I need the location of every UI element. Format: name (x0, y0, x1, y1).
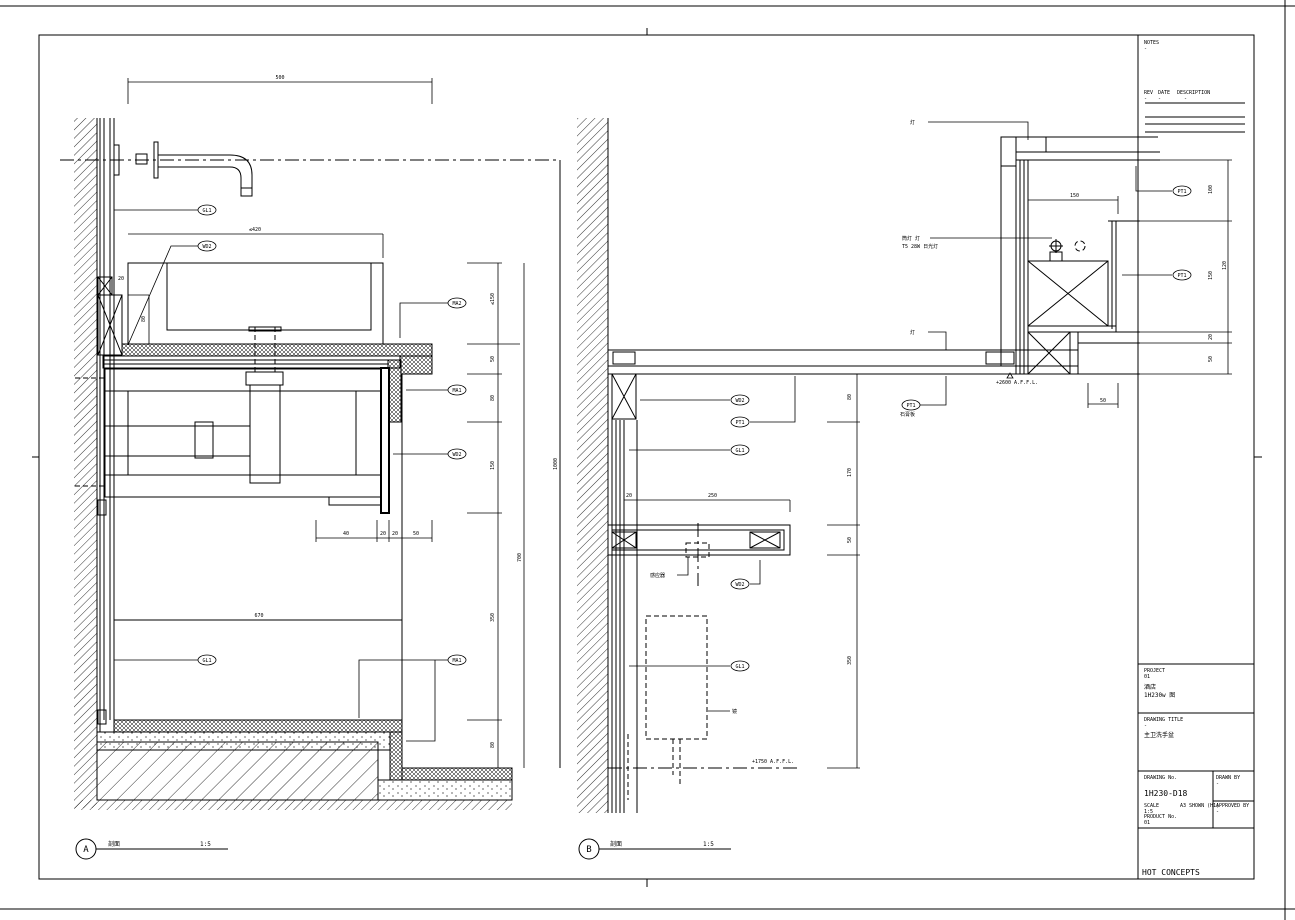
section-b-title: B 剖面 1:5 (578, 838, 731, 860)
approved-by: - (1216, 809, 1219, 815)
product-label: PRODUCT No. (1144, 814, 1177, 820)
section-a: 500 ≤420 20 80 ≤150 50 80 150 350 80 700… (60, 75, 561, 860)
dim-w670: 670 (254, 613, 263, 619)
drawing-title: 主卫洗手盆 (1144, 731, 1174, 739)
section-b-tags: 灯 PT1 筒灯 灯 T5 28W 日光灯 PT1 灯 +2600 A.F.F.… (629, 119, 1192, 765)
dim-d20b: 20 (626, 493, 632, 499)
tag-ma1-top: MA1 (452, 388, 461, 394)
tag-pt1-top: PT1 (1177, 189, 1186, 195)
rev-value: - (1144, 96, 1147, 102)
dim-b50: 50 (413, 531, 419, 537)
dim-d100: 100 (1208, 185, 1214, 194)
dim-d350: 350 (847, 656, 853, 665)
project-no: 01 (1144, 674, 1150, 680)
project-code: 1H230w 图 (1144, 692, 1175, 699)
section-b: 100 150 120 20 50 150 50 80 170 50 350 2… (577, 118, 1232, 860)
note-floor-level: +1750 A.F.F.L. (752, 759, 794, 765)
dim-h-lower: 350 (490, 613, 496, 622)
note-fixture-2: T5 28W 日光灯 (902, 243, 938, 250)
drawing-title-no: - (1144, 723, 1147, 729)
tag-pt1-ceiling: PT1 (906, 403, 915, 409)
dim-80: 80 (141, 316, 147, 322)
drawing-title-label: DRAWING TITLE (1144, 717, 1183, 723)
note-ceiling-level: +2600 A.F.F.L. (996, 380, 1038, 386)
paper-size: A3 SHOWN (H1) (1180, 803, 1219, 809)
drawing-no-label: DRAWING No. (1144, 775, 1177, 781)
notes-label: NOTES (1144, 40, 1159, 46)
tag-wd2-top: WD2 (202, 244, 211, 250)
dim-d170: 170 (847, 468, 853, 477)
drawing-no: 1H230-D18 (1144, 789, 1188, 798)
tag-wd2-b: WD2 (735, 582, 744, 588)
tag-ma2: MA2 (452, 301, 461, 307)
date-label: DATE (1158, 90, 1170, 96)
tag-pt1-mid: PT1 (1177, 273, 1186, 279)
tag-gl1-a: GL1 (735, 448, 744, 454)
drawn-by: - (1216, 781, 1219, 787)
dim-d50: 50 (1208, 356, 1214, 362)
dim-h-plinth: 80 (490, 742, 496, 748)
note-shelf: 感应器 (650, 572, 665, 579)
dim-d80: 80 (847, 394, 853, 400)
approved-label: APPROVED BY (1216, 803, 1249, 809)
section-a-title-text: 剖面 (108, 840, 120, 848)
section-b-title-text: 剖面 (610, 840, 622, 848)
section-a-marker: A (83, 845, 89, 855)
tag-wd2-right: WD2 (452, 452, 461, 458)
dim-b20a: 20 (380, 531, 386, 537)
dim-h-total-lower: 700 (517, 553, 523, 562)
note-light: 灯 (910, 119, 915, 126)
product-no: 01 (1144, 820, 1150, 826)
scale-value: 1:5 (1144, 809, 1153, 815)
dim-b20b: 20 (392, 531, 398, 537)
dim-basin-width: ≤420 (249, 227, 261, 233)
date-value: - (1158, 96, 1161, 102)
dim-h-total: 1000 (553, 458, 559, 470)
dim-d250: 250 (708, 493, 717, 499)
notes-value: - (1144, 46, 1147, 52)
tag-pt1-b: PT1 (735, 420, 744, 426)
section-a-scale: 1:5 (200, 841, 211, 848)
note-light-2: 灯 (910, 329, 915, 336)
dim-h-apron: 80 (490, 395, 496, 401)
note-fixture-1: 筒灯 灯 (902, 235, 920, 242)
tag-ma1-bottom: MA1 (452, 658, 461, 664)
dim-h-basin: ≤150 (490, 293, 496, 305)
section-a-dimensions: 500 ≤420 20 80 ≤150 50 80 150 350 80 700… (118, 75, 559, 768)
dim-b40: 40 (343, 531, 349, 537)
scale-label: SCALE (1144, 803, 1159, 809)
section-a-title: A 剖面 1:5 (75, 838, 228, 860)
section-b-marker: B (586, 845, 591, 855)
dim-d50b: 50 (1100, 398, 1106, 404)
drawn-by-label: DRAWN BY (1216, 775, 1240, 781)
tag-wd2-a: WD2 (735, 398, 744, 404)
dim-d150: 150 (1208, 271, 1214, 280)
dim-top-width: 150 (1070, 193, 1079, 199)
dim-h-cab: 150 (490, 461, 496, 470)
faucet (113, 141, 253, 197)
project-label: PROJECT (1144, 668, 1165, 674)
description-value: - (1184, 96, 1187, 102)
note-ceiling: 石膏板 (900, 411, 915, 418)
section-b-dimensions: 100 150 120 20 50 150 50 80 170 50 350 2… (624, 159, 1232, 769)
dim-d120: 120 (1222, 261, 1228, 270)
tag-gl1-top: GL1 (202, 208, 211, 214)
description-label: DESCRIPTION (1177, 90, 1210, 96)
section-b-scale: 1:5 (703, 841, 714, 848)
rev-label: REV (1144, 90, 1153, 96)
tag-gl1-bottom: GL1 (202, 658, 211, 664)
project-name: 酒店 (1144, 683, 1156, 691)
dim-d50c: 50 (847, 537, 853, 543)
dim-d20: 20 (1208, 334, 1214, 340)
title-block: NOTES - REV - DATE - DESCRIPTION - PROJE… (1137, 35, 1254, 879)
company-name: HOT CONCEPTS (1142, 868, 1200, 877)
dim-20: 20 (118, 276, 124, 282)
dim-overall-width: 500 (275, 75, 284, 81)
dim-h-top: 50 (490, 356, 496, 362)
tag-gl1-b: GL1 (735, 664, 744, 670)
tag-bubble (197, 204, 217, 216)
note-mirror: 镜 (732, 708, 737, 715)
section-a-tags: GL1 WD2 MA2 MA1 WD2 GL1 MA1 (114, 204, 467, 742)
